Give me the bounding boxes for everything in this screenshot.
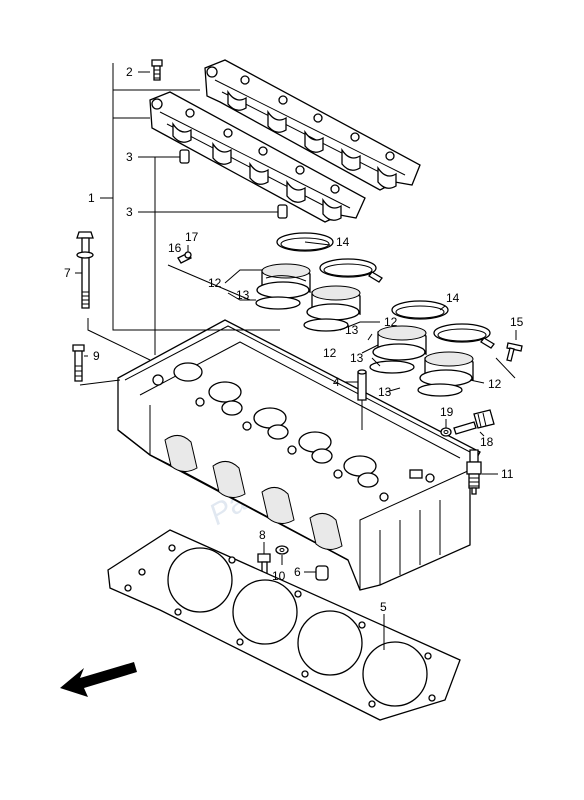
callout-13-3: 13: [350, 351, 364, 365]
cylinder-head-bolt-7: [76, 231, 94, 309]
dowel-6: [315, 565, 329, 581]
guide-pin-4: [357, 369, 367, 401]
callout-5: 5: [380, 600, 387, 614]
cylinder-head: [117, 319, 481, 591]
camshaft-holder-lower: [149, 91, 366, 223]
callout-12-3: 12: [323, 346, 337, 360]
callout-15: 15: [510, 315, 524, 329]
callout-14-lower: 14: [446, 291, 460, 305]
o-ring-13-4: [417, 383, 463, 397]
o-ring-13-2: [303, 318, 349, 332]
bolt-2: [151, 59, 163, 81]
intake-pipe-12-2: [306, 285, 361, 321]
callout-12-4: 12: [488, 377, 502, 391]
cylinder-head-gasket-5: [107, 529, 461, 721]
washer-10: [275, 545, 289, 555]
callout-13-1: 13: [236, 288, 250, 302]
callout-12-1: 12: [208, 276, 222, 290]
intake-clamp-14-lower: [391, 300, 495, 349]
sensor-18: [453, 409, 495, 435]
callout-labels: 2 1 3 3 7 9 16 17 14 14 12 13 13 12 12 1…: [64, 65, 524, 614]
intake-pipe-12-4: [419, 351, 474, 387]
callout-17: 17: [185, 230, 199, 244]
callout-16: 16: [168, 241, 182, 255]
front-direction-arrow-icon: [60, 662, 137, 697]
callout-13-2: 13: [345, 323, 359, 337]
dowel-pin-3-lower: [277, 204, 288, 219]
callout-2: 2: [126, 65, 133, 79]
callout-4: 4: [333, 375, 340, 389]
o-ring-13-1: [255, 296, 301, 310]
callout-11: 11: [501, 467, 514, 481]
intake-pipe-12-1: [256, 263, 311, 299]
callout-6: 6: [294, 565, 301, 579]
callout-19: 19: [440, 405, 454, 419]
bolt-9: [72, 344, 85, 382]
washer-19: [440, 427, 452, 437]
callout-10: 10: [272, 569, 286, 583]
leader-lines: [75, 63, 517, 650]
spark-plug-11: [466, 449, 482, 495]
intake-pipe-12-3: [372, 325, 427, 361]
callout-8: 8: [259, 528, 266, 542]
o-ring-13-3: [369, 360, 415, 374]
stud-16: [177, 251, 192, 264]
callout-14-upper: 14: [336, 235, 350, 249]
callout-18: 18: [480, 435, 494, 449]
callout-12-2: 12: [384, 315, 398, 329]
callout-3-lower: 3: [126, 205, 133, 219]
callout-9: 9: [93, 349, 100, 363]
dowel-pin-3-upper: [179, 149, 190, 164]
camshaft-holder-upper: [204, 59, 421, 191]
screw-15: [506, 342, 523, 362]
callout-13-4: 13: [378, 385, 392, 399]
callout-7: 7: [64, 266, 71, 280]
callout-3-upper: 3: [126, 150, 133, 164]
callout-1: 1: [88, 191, 95, 205]
